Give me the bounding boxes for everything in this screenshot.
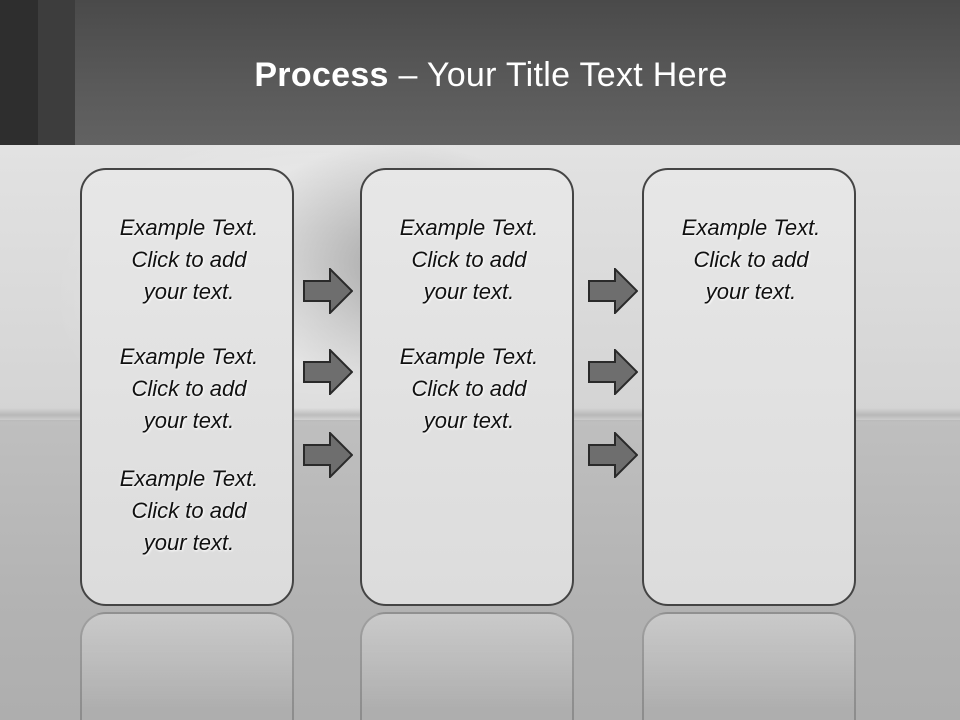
title-bold: Process — [254, 56, 389, 94]
right-arrow-icon — [588, 268, 638, 314]
text-placeholder[interactable]: Example Text. Click to add your text. — [119, 215, 259, 304]
title-band: Process – Your Title Text Here — [0, 0, 960, 145]
process-box-3[interactable]: Example Text. Click to add your text. — [642, 168, 856, 606]
header-accent-strip — [38, 0, 75, 145]
right-arrow-icon — [588, 349, 638, 395]
box-reflection — [360, 612, 574, 720]
process-box-1[interactable]: Example Text. Click to add your text. Ex… — [80, 168, 294, 606]
text-placeholder[interactable]: Example Text. Click to add your text. — [399, 344, 539, 433]
header-accent-strip — [0, 0, 38, 145]
box-reflection — [80, 612, 294, 720]
process-box-2[interactable]: Example Text. Click to add your text. Ex… — [360, 168, 574, 606]
right-arrow-icon — [303, 432, 353, 478]
box-reflection — [642, 612, 856, 720]
text-placeholder[interactable]: Example Text. Click to add your text. — [119, 466, 259, 555]
right-arrow-icon — [303, 268, 353, 314]
text-placeholder[interactable]: Example Text. Click to add your text. — [399, 215, 539, 304]
text-placeholder[interactable]: Example Text. Click to add your text. — [119, 344, 259, 433]
title-rest: – Your Title Text Here — [388, 56, 728, 94]
text-placeholder[interactable]: Example Text. Click to add your text. — [681, 215, 821, 304]
right-arrow-icon — [588, 432, 638, 478]
right-arrow-icon — [303, 349, 353, 395]
slide-title[interactable]: Process – Your Title Text Here — [0, 52, 960, 98]
